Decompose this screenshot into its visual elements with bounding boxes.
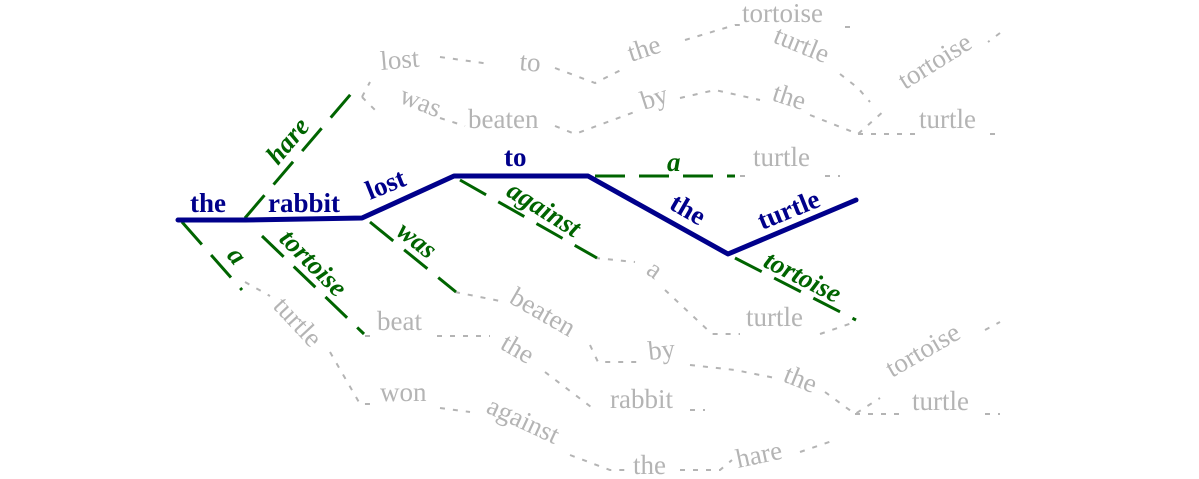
faded-word: turtle: [268, 291, 329, 353]
faded-edge: [361, 96, 376, 111]
alt-edge: [734, 256, 857, 322]
faded-word: was: [396, 80, 446, 124]
alt-edge: [459, 178, 598, 260]
faded-word: turtle: [919, 104, 976, 134]
faded-word: the: [496, 327, 540, 369]
alt-edge: [369, 220, 457, 294]
faded-word: tortoise: [742, 0, 823, 28]
alt-word: tortoise: [759, 245, 846, 309]
faded-edge: [679, 88, 761, 101]
faded-edge: [361, 81, 371, 98]
faded-word: a: [642, 253, 669, 284]
alt-word: a: [221, 241, 253, 271]
faded-edge: [824, 391, 881, 416]
faded-word: by: [637, 79, 672, 116]
faded-edge: [680, 459, 733, 471]
alt-word: hare: [260, 111, 316, 169]
faded-word: tortoise: [880, 317, 965, 383]
alt-edge: [243, 87, 358, 219]
faded-word: against: [482, 390, 564, 450]
faded-edge: [554, 109, 641, 136]
faded-edge: [799, 439, 836, 453]
faded-edge: [984, 321, 1001, 331]
best-word: rabbit: [268, 188, 340, 218]
alt-edge: [260, 234, 366, 336]
faded-word: turtle: [770, 20, 834, 69]
alt-word: was: [391, 215, 443, 265]
faded-word: turtle: [912, 386, 969, 416]
faded-edge: [439, 407, 471, 413]
faded-edge: [839, 73, 871, 103]
faded-edge: [594, 257, 636, 263]
faded-word: the: [633, 450, 666, 479]
faded-edge: [544, 371, 596, 411]
faded-words-lower: turtle beat beaten a turtle by the rabbi…: [268, 253, 969, 479]
faded-word: by: [646, 333, 676, 366]
faded-edge: [819, 321, 856, 335]
faded-word: the: [624, 29, 665, 68]
faded-edge: [664, 289, 740, 335]
alt-edge: [180, 221, 244, 291]
faded-edge: [569, 454, 625, 471]
faded-word: tortoise: [892, 27, 977, 95]
faded-edge: [329, 351, 375, 405]
alt-word: against: [502, 175, 588, 244]
faded-edge: [987, 32, 1001, 43]
faded-edge: [244, 281, 271, 297]
faded-word: the: [780, 359, 822, 399]
faded-edge: [589, 344, 640, 363]
faded-word: lost: [379, 43, 421, 76]
best-word: the: [190, 188, 226, 218]
faded-word: turtle: [746, 302, 803, 332]
faded-word: rabbit: [610, 384, 673, 414]
faded-word: the: [769, 77, 810, 116]
alt-word: tortoise: [274, 223, 354, 303]
best-word: to: [504, 142, 527, 172]
best-path-line: [175, 173, 859, 257]
faded-edge: [684, 24, 745, 41]
alternative-edges: [180, 87, 857, 336]
faded-edge: [809, 109, 886, 136]
faded-edge: [454, 291, 506, 303]
faded-edge: [554, 67, 626, 85]
faded-word: beaten: [468, 104, 539, 134]
alt-word: a: [667, 147, 681, 177]
faded-word: turtle: [753, 142, 810, 172]
faded-edge: [439, 56, 491, 65]
faded-edges: [244, 24, 1001, 471]
faded-word: beat: [377, 306, 422, 336]
faded-word: to: [518, 46, 542, 78]
faded-word: hare: [733, 435, 785, 474]
faded-edge: [689, 364, 776, 379]
faded-word: won: [380, 377, 427, 407]
faded-edge: [439, 117, 466, 127]
best-path-edges: [175, 173, 859, 257]
